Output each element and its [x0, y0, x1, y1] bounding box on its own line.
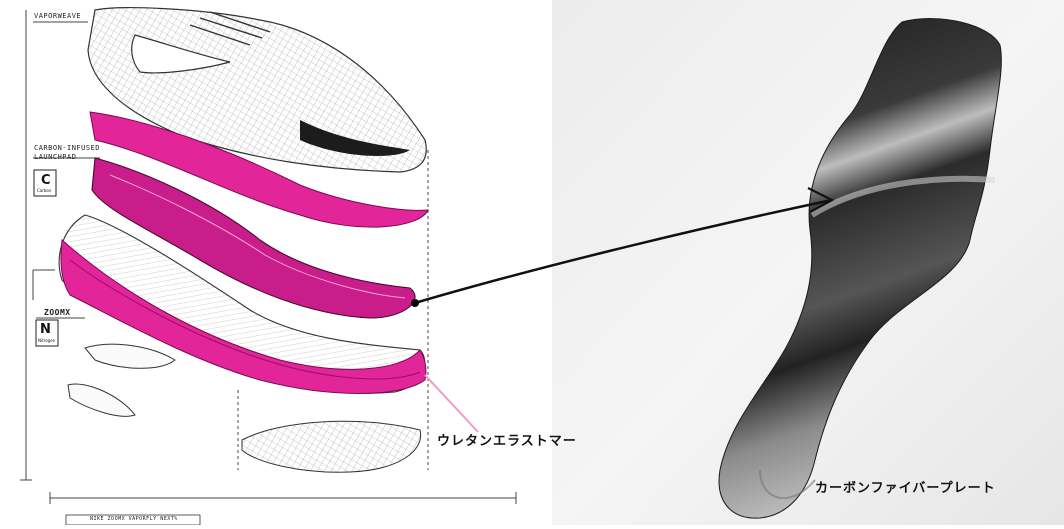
label-urethane-elastomer: ウレタンエラストマー — [437, 430, 577, 449]
label-carbon-launchpad: CARBON-INFUSED LAUNCHPAD — [34, 144, 124, 162]
element-carbon-symbol: C — [41, 173, 51, 188]
label-carbon-fiber-plate: カーボンファイバープレート — [815, 477, 996, 496]
element-nitrogen-symbol: N — [40, 322, 51, 337]
label-zoomx: ZOOMX — [44, 308, 71, 317]
element-carbon-name: Carbon — [37, 188, 51, 193]
footer-label: NIKE ZOOMX VAPORFLY NEXT% — [90, 516, 178, 522]
element-nitrogen-name: Nitrogen — [38, 338, 55, 343]
label-vaporweave: VAPORWEAVE — [34, 12, 81, 20]
